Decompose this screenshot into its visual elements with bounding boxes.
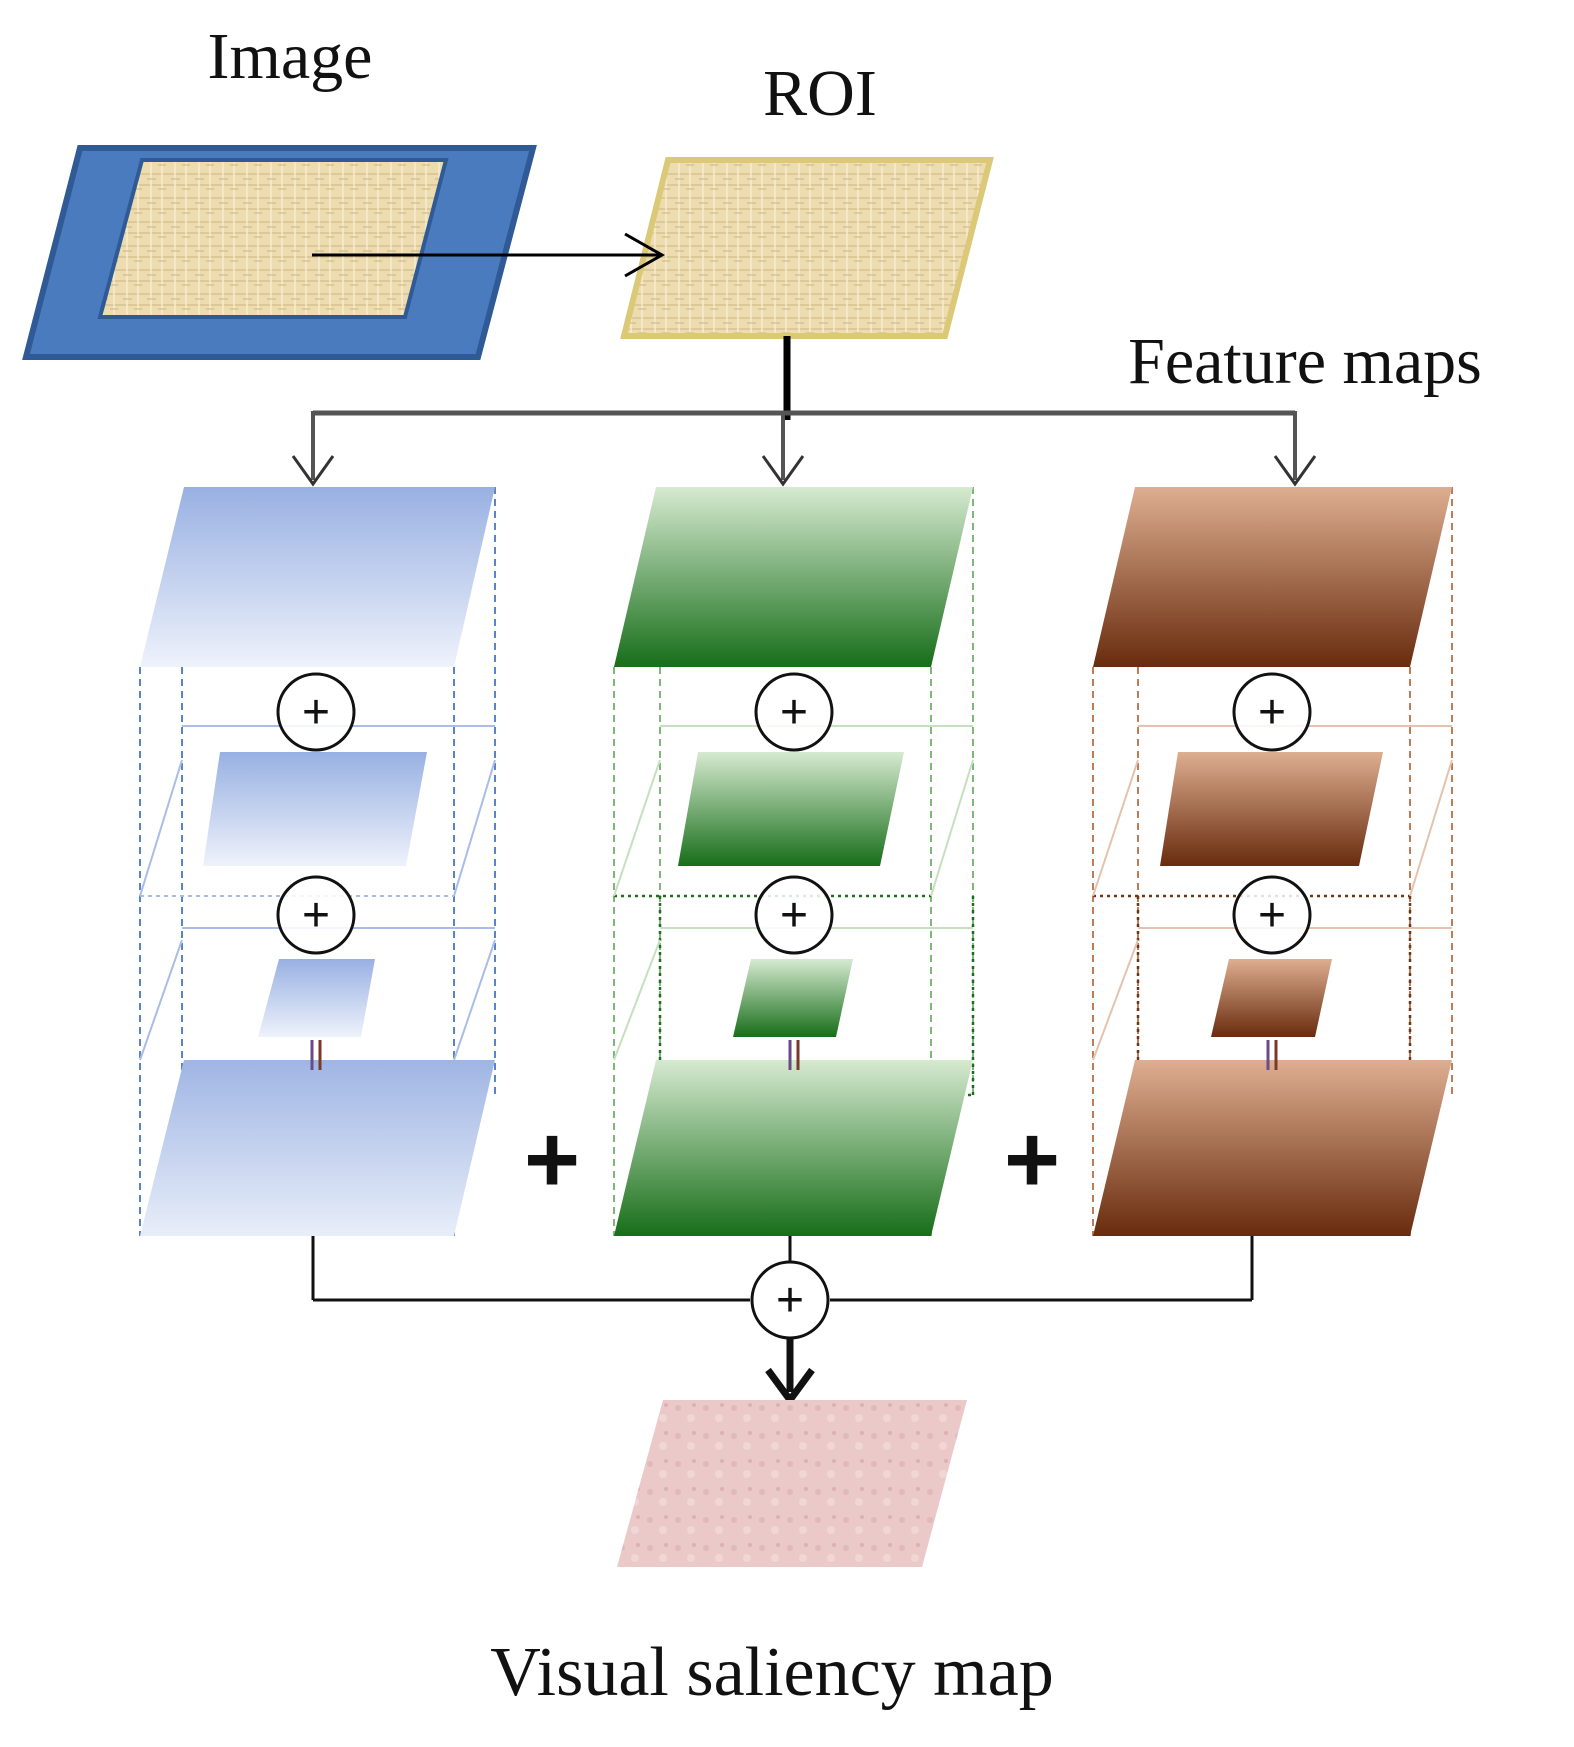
output-label: Visual saliency map xyxy=(490,1634,1053,1711)
oplus-blue-2: + xyxy=(276,875,356,955)
aggregation-connector xyxy=(311,1236,1254,1302)
svg-text:+: + xyxy=(780,889,808,942)
image-label: Image xyxy=(208,20,373,93)
equals-brown xyxy=(1266,1040,1278,1070)
svg-text:+: + xyxy=(776,1274,804,1327)
oplus-brown-1: + xyxy=(1232,672,1312,752)
oplus-green-2: + xyxy=(754,875,834,955)
roi-image xyxy=(620,157,994,339)
svg-text:+: + xyxy=(302,889,330,942)
oplus-aggregate: + xyxy=(750,1260,830,1340)
saliency-map xyxy=(617,1400,967,1567)
oplus-blue-1: + xyxy=(276,672,356,752)
plus-between-2: + xyxy=(1004,1106,1060,1213)
arrow-image-to-roi xyxy=(312,232,666,278)
feature-maps-label: Feature maps xyxy=(1128,325,1482,398)
equals-blue xyxy=(310,1040,322,1070)
feature-map-brown xyxy=(1092,487,1453,1236)
roi-label: ROI xyxy=(763,57,877,130)
feature-map-blue xyxy=(139,487,496,1236)
equals-green xyxy=(788,1040,800,1070)
input-image xyxy=(22,145,537,360)
arrow-to-saliency xyxy=(765,1338,815,1406)
plus-between-1: + xyxy=(524,1106,580,1213)
svg-text:+: + xyxy=(1258,686,1286,739)
oplus-brown-2: + xyxy=(1232,875,1312,955)
roi-distribution-connector xyxy=(291,336,1317,487)
svg-text:+: + xyxy=(302,686,330,739)
svg-text:+: + xyxy=(1258,889,1286,942)
feature-map-green xyxy=(613,487,975,1236)
oplus-green-1: + xyxy=(754,672,834,752)
svg-text:+: + xyxy=(780,686,808,739)
